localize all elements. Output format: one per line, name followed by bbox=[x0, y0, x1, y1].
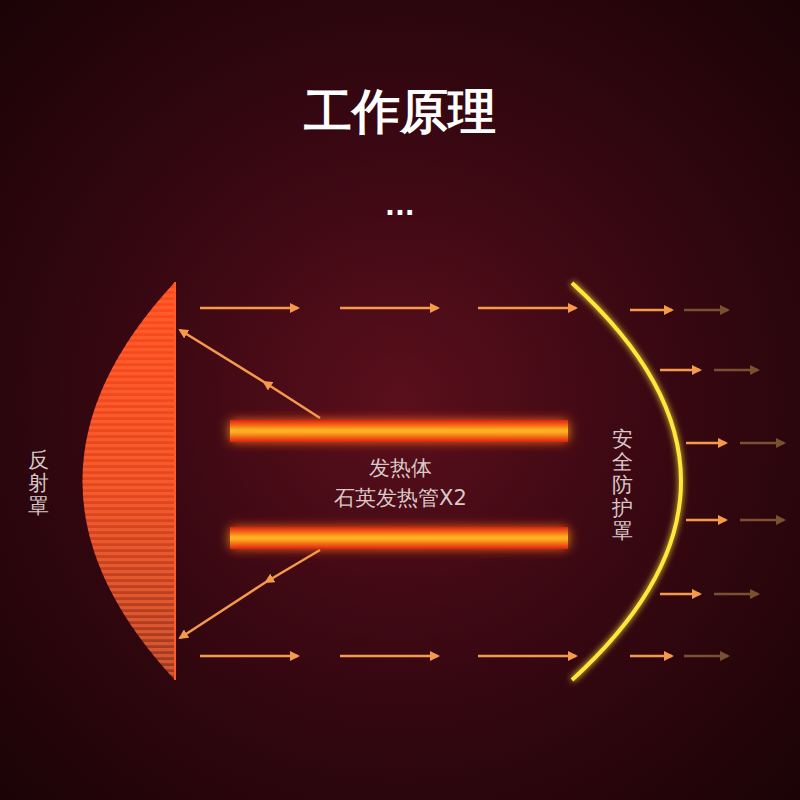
reflector-label: 反射罩 bbox=[28, 449, 49, 518]
heater-label: 发热体 bbox=[369, 454, 432, 482]
title: 工作原理 bbox=[304, 80, 496, 144]
outgoing-arrows bbox=[630, 310, 784, 656]
reflector bbox=[83, 282, 176, 680]
guard-label: 安全防护罩 bbox=[612, 428, 633, 543]
safety-guard bbox=[572, 283, 681, 680]
quartz-tubes bbox=[230, 420, 568, 549]
heat-arrows bbox=[180, 308, 576, 656]
ellipsis: ... bbox=[385, 191, 415, 221]
tube-label: 石英发热管X2 bbox=[334, 484, 467, 512]
